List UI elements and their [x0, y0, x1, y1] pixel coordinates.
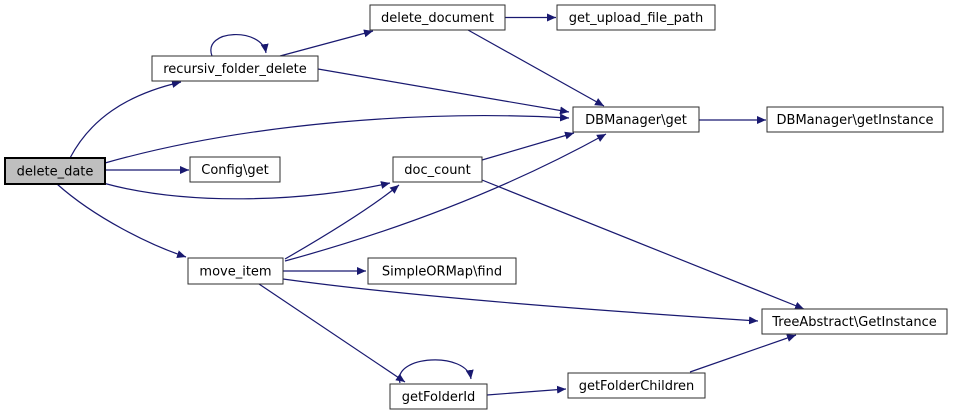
node-delete-document-box — [369, 4, 506, 31]
edge-delete_document-to-dbmanager_get — [467, 29, 605, 107]
node-move-item-label: move_item — [199, 265, 271, 280]
node-get-upload-file-path-box — [556, 4, 716, 31]
node-get-upload-file-path-label: get_upload_file_path — [569, 11, 703, 26]
node-move-item-box — [187, 257, 284, 285]
edge-doc_count-to-treeabstract_getinstance — [481, 179, 805, 310]
node-dbmanager-getinstance-label: DBManager\getInstance — [777, 113, 934, 128]
node-dbmanager-get-label: DBManager\get — [585, 113, 687, 128]
node-delete-date-label: delete_date — [17, 165, 94, 180]
node-config-get-box — [189, 156, 281, 183]
edge-delete_date-to-doc_count — [102, 181, 391, 200]
node-getfolderchildren[interactable]: getFolderChildren — [567, 372, 706, 399]
node-dbmanager-getinstance-box — [766, 106, 944, 133]
node-dbmanager-get-box — [572, 106, 700, 133]
edge-move_item-to-treeabstract_getinstance — [282, 278, 759, 325]
node-recursiv-folder-delete[interactable]: recursiv_folder_delete — [151, 55, 319, 82]
edge-move_item-to-getfolderid — [258, 283, 406, 383]
edge-move_item-to-doc_count — [284, 184, 400, 260]
edge-delete_date-to-recursiv_folder_delete — [69, 80, 182, 159]
node-get-upload-file-path[interactable]: get_upload_file_path — [556, 4, 716, 31]
node-treeabstract-getinstance-box — [761, 308, 948, 335]
node-move-item[interactable]: move_item — [187, 257, 284, 285]
edge-recursiv_folder_delete-self-loop — [210, 34, 269, 57]
node-config-get-label: Config\get — [201, 163, 268, 178]
node-getfolderchildren-label: getFolderChildren — [579, 379, 695, 394]
edge-delete_date-to-dbmanager_get — [104, 113, 570, 164]
edge-delete_date-to-move_item — [56, 183, 187, 258]
node-delete-document-label: delete_document — [381, 11, 494, 26]
node-getfolderchildren-box — [567, 372, 706, 399]
edge-move_item-to-dbmanager_get — [284, 133, 607, 262]
edge-recursiv_folder_delete-to-dbmanager_get — [317, 68, 570, 115]
edge-getfolderid-self-loop — [399, 359, 474, 384]
edge-getfolderchildren-to-treeabstract_getinstance — [689, 334, 797, 373]
node-delete-date[interactable]: delete_date — [4, 157, 106, 185]
node-treeabstract-getinstance[interactable]: TreeAbstract\GetInstance — [761, 308, 948, 335]
edge-recursiv_folder_delete-to-delete_document — [279, 29, 374, 57]
node-delete-document[interactable]: delete_document — [369, 4, 506, 31]
edge-layer — [56, 13, 805, 396]
node-doc-count-label: doc_count — [404, 163, 471, 178]
node-simpleormap-find-label: SimpleORMap\find — [382, 265, 502, 280]
node-config-get[interactable]: Config\get — [189, 156, 281, 183]
node-getfolderid-label: getFolderId — [402, 390, 476, 405]
node-recursiv-folder-delete-label: recursiv_folder_delete — [163, 62, 307, 77]
node-dbmanager-get[interactable]: DBManager\get — [572, 106, 700, 133]
node-delete-date-box — [4, 157, 106, 185]
node-simpleormap-find[interactable]: SimpleORMap\find — [367, 257, 517, 285]
edge-doc_count-to-dbmanager_get — [481, 131, 575, 161]
node-doc-count-box — [392, 156, 483, 183]
node-getfolderid[interactable]: getFolderId — [389, 383, 488, 410]
node-getfolderid-box — [389, 383, 488, 410]
node-dbmanager-getinstance[interactable]: DBManager\getInstance — [766, 106, 944, 133]
node-treeabstract-getinstance-label: TreeAbstract\GetInstance — [771, 315, 937, 330]
edge-getfolderid-to-getfolderchildren — [486, 385, 567, 396]
node-doc-count[interactable]: doc_count — [392, 156, 483, 183]
node-simpleormap-find-box — [367, 257, 517, 285]
node-recursiv-folder-delete-box — [151, 55, 319, 82]
